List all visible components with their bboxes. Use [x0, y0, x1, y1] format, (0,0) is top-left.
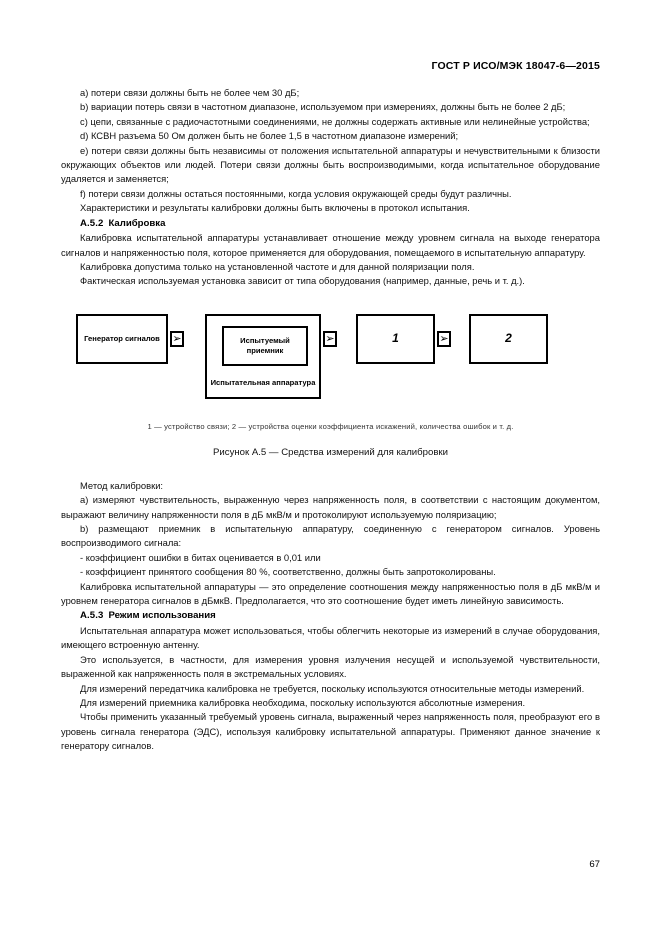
method-bullet: - коэффициент принятого сообщения 80 %, …: [80, 566, 496, 578]
diagram-box-unit-1: 1: [356, 313, 435, 364]
figure-a5: Генератор сигналов ➢ Испытуемый приемник…: [61, 307, 600, 459]
diagram-box-signal-generator: Генератор сигналов: [76, 313, 168, 364]
figure-a5-diagram: Генератор сигналов ➢ Испытуемый приемник…: [61, 307, 600, 407]
method-step: a) измеряют чувствительность, выраженную…: [61, 494, 600, 520]
section-a52-body: Калибровка испытательной аппаратуры уста…: [61, 231, 600, 289]
method-closing: Калибровка испытательной аппаратуры — эт…: [61, 580, 600, 607]
diagram-box-test-apparatus-caption: Испытательная аппаратура: [207, 372, 319, 390]
arrow-right-icon: ➢: [170, 330, 184, 347]
section-a53-body: Испытательная аппаратура может использов…: [61, 624, 600, 754]
figure-a5-key: 1 — устройство связи; 2 — устройства оце…: [147, 421, 514, 431]
diagram-box-receiver-under-test-label: Испытуемый приемник: [240, 336, 290, 355]
paragraph: Фактическая используемая установка завис…: [80, 275, 525, 287]
list-item: d) КСВН разъема 50 Ом должен быть не бол…: [80, 130, 459, 142]
list-item: e) потери связи должны быть независимы о…: [61, 144, 600, 185]
page-header-standard-number: ГОСТ Р ИСО/МЭК 18047-6—2015: [431, 60, 600, 72]
arrow-right-icon: ➢: [323, 330, 337, 347]
paragraph: Для измерений приемника калибровка необх…: [80, 696, 526, 708]
arrow-right-icon: ➢: [437, 330, 451, 347]
page-content: a) потери связи должны быть не более чем…: [61, 86, 600, 754]
diagram-box-unit-2-label: 2: [505, 330, 512, 345]
diagram-box-unit-1-label: 1: [392, 330, 399, 345]
requirements-list: a) потери связи должны быть не более чем…: [61, 86, 600, 216]
figure-a5-caption: Рисунок А.5 — Средства измерений для кал…: [213, 446, 448, 458]
diagram-box-test-apparatus: Испытуемый приемник Испытательная аппара…: [205, 313, 321, 399]
heading-a53: A.5.3 Режим использования: [61, 608, 600, 624]
diagram-box-unit-2: 2: [469, 313, 548, 364]
heading-a52-title: Калибровка: [108, 217, 166, 229]
diagram-box-test-apparatus-label: Испытательная аппаратура: [210, 377, 316, 387]
list-item: c) цепи, связанные с радиочастотными сое…: [80, 115, 590, 127]
paragraph: Калибровка допустима только на установле…: [80, 260, 475, 272]
paragraph: Испытательная аппаратура может использов…: [61, 624, 600, 651]
heading-a52: A.5.2 Калибровка: [61, 216, 600, 232]
method-bullet: - коэффициент ошибки в битах оценивается…: [80, 551, 321, 563]
requirements-closing-note: Характеристики и результаты калибровки д…: [80, 202, 470, 214]
diagram-box-receiver-under-test: Испытуемый приемник: [222, 325, 308, 366]
paragraph: Для измерений передатчика калибровка не …: [80, 682, 585, 694]
diagram-box-signal-generator-label: Генератор сигналов: [84, 333, 160, 343]
paragraph: Калибровка испытательной аппаратуры уста…: [61, 232, 600, 258]
heading-a52-number: A.5.2: [80, 217, 104, 229]
calibration-method: Метод калибровки: a) измеряют чувствител…: [61, 479, 600, 609]
heading-a53-title: Режим использования: [108, 610, 216, 622]
list-item: f) потери связи должны остаться постоянн…: [80, 187, 512, 199]
method-intro: Метод калибровки:: [80, 479, 164, 491]
heading-a53-number: A.5.3: [80, 610, 104, 622]
list-item: a) потери связи должны быть не более чем…: [80, 87, 300, 98]
paragraph: Чтобы применить указанный требуемый уров…: [61, 711, 600, 752]
list-item: b) вариации потерь связи в частотном диа…: [80, 101, 566, 113]
method-step: b) размещают приемник в испытательную ап…: [61, 523, 600, 549]
page-number: 67: [589, 859, 600, 870]
paragraph: Это используется, в частности, для измер…: [61, 653, 600, 680]
